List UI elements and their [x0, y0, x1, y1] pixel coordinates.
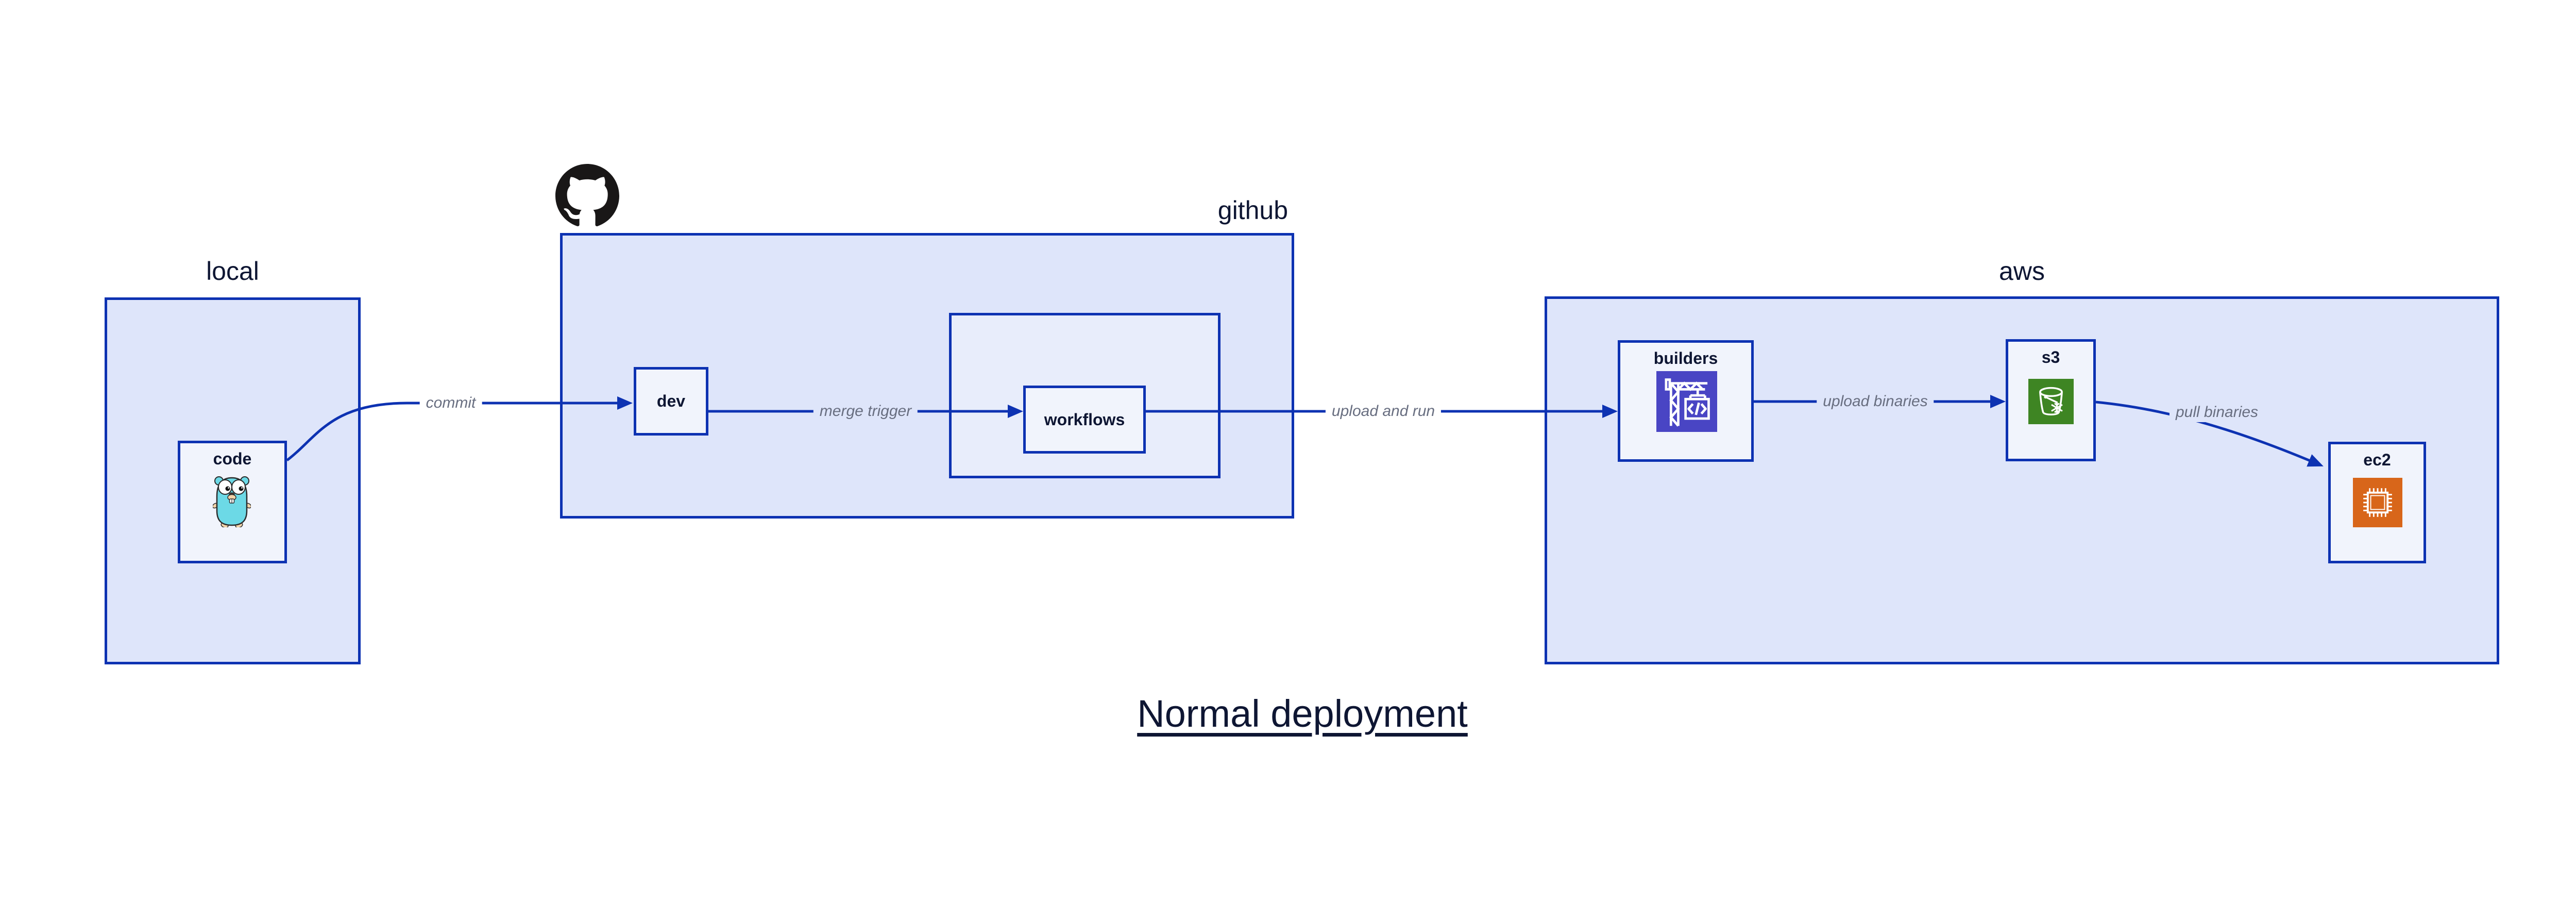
aws-container-label: aws — [1999, 257, 2045, 286]
ec2-node-label: ec2 — [2363, 450, 2391, 469]
s3-node-label: s3 — [2041, 348, 2060, 366]
aws-codebuild-icon — [1656, 371, 1717, 432]
edge-merge-trigger-label: merge trigger — [813, 402, 918, 421]
workflows-node: workflows — [1023, 386, 1146, 454]
workflows-node-label: workflows — [1044, 410, 1125, 429]
builders-node-label: builders — [1653, 349, 1718, 368]
diagram-title: Normal deployment — [1137, 692, 1468, 735]
aws-ec2-chip-icon — [2353, 478, 2402, 527]
github-octocat-icon — [555, 164, 619, 226]
edge-commit-label: commit — [419, 393, 482, 413]
go-gopher-icon — [213, 476, 251, 527]
dev-node: dev — [634, 367, 708, 436]
edge-pull-binaries-label: pull binaries — [2169, 403, 2265, 422]
dev-node-label: dev — [656, 392, 686, 410]
edge-upload-and-run-label: upload and run — [1325, 402, 1442, 421]
local-container-label: local — [206, 257, 259, 286]
aws-s3-glacier-bucket-icon — [2028, 379, 2074, 424]
code-node-label: code — [213, 449, 252, 468]
edge-upload-binaries-label: upload binaries — [1817, 392, 1934, 411]
github-container-label: github — [1217, 196, 1288, 225]
